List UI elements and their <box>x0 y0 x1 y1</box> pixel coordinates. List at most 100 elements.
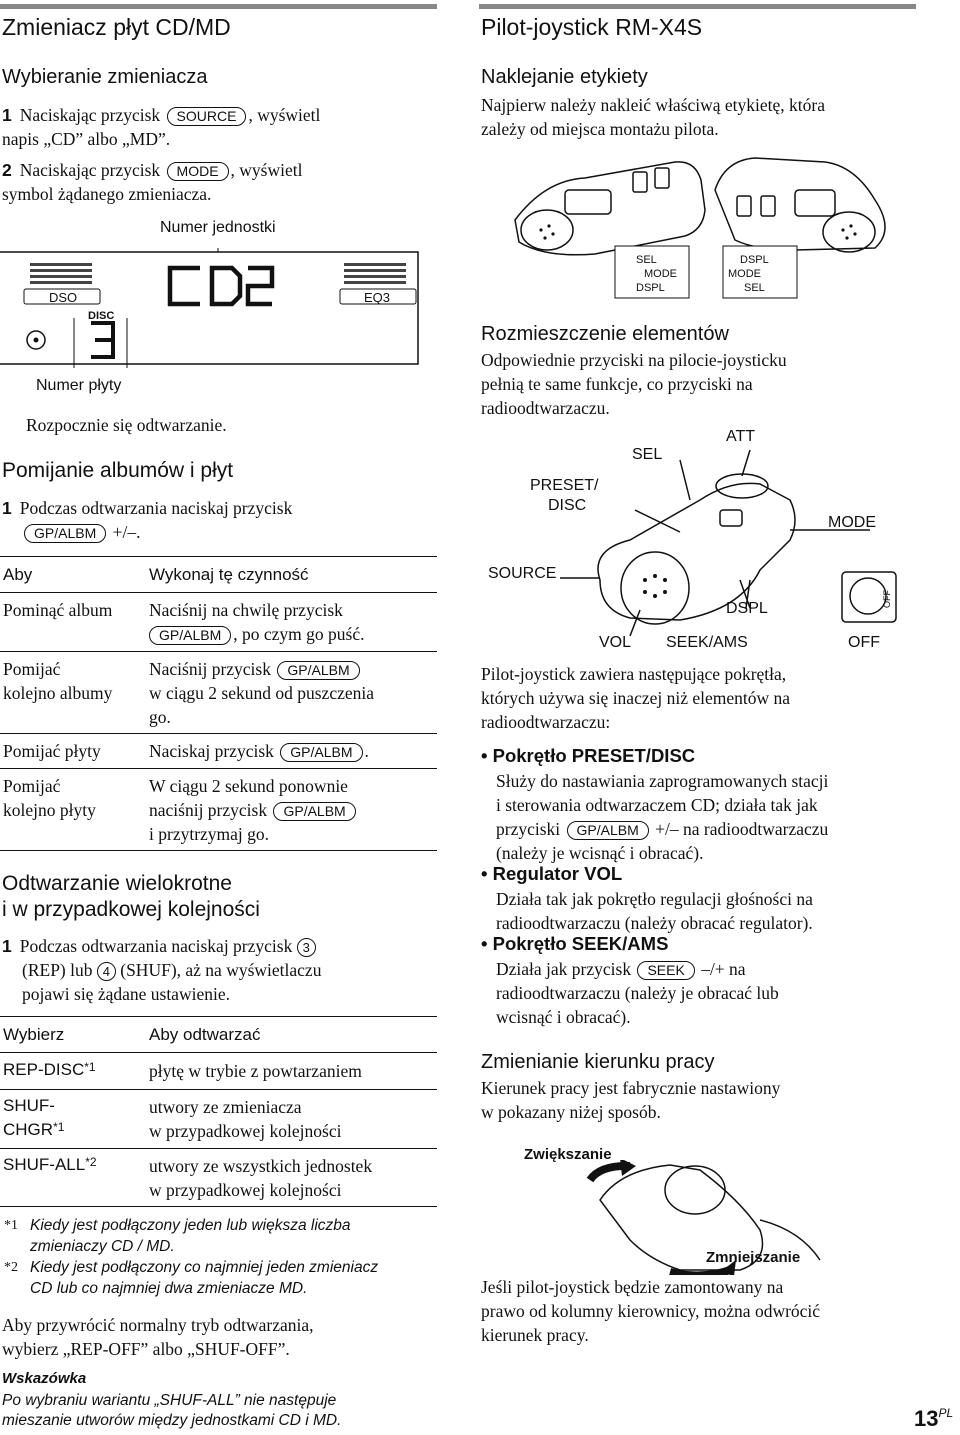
label-text-1: Najpierw należy nakleić właściwą etykiet… <box>481 95 826 115</box>
knobs-intro-2: których używa się inaczej niż elementów … <box>481 688 791 708</box>
step-number: 1 <box>2 936 12 956</box>
seek-desc-2: radioodtwarzaczu (należy je obracać lub <box>496 983 779 1003</box>
table-rule <box>0 556 437 557</box>
label-sheet-b-line: SEL <box>744 282 765 294</box>
page-title-left: Zmieniacz płyt CD/MD <box>2 14 231 40</box>
table-cell: naciśnij przycisk GP/ALBM <box>149 799 358 822</box>
eq3-label: EQ3 <box>364 290 391 305</box>
display-illustration <box>0 248 424 370</box>
step-text: , wyświetl <box>230 160 303 180</box>
step-1-line2: napis „CD” albo „MD”. <box>2 129 171 149</box>
table-rule <box>0 1148 437 1149</box>
table-cell: utwory ze wszystkich jednostek <box>149 1156 373 1176</box>
step-text: Podczas odtwarzania naciskaj przycisk <box>19 498 293 518</box>
table-cell: Pominąć album <box>3 600 113 620</box>
gp-albm-key: GP/ALBM <box>149 626 232 645</box>
heading-direction: Zmienianie kierunku pracy <box>481 1051 715 1073</box>
table-cell-text: naciśnij przycisk <box>149 800 268 820</box>
gp-albm-key: GP/ALBM <box>273 802 356 821</box>
step-number: 2 <box>2 160 12 180</box>
table-cell-text: Naciśnij przycisk <box>149 659 271 679</box>
heading-repeat: Odtwarzanie wielokrotne <box>2 872 232 895</box>
bullet-title: Pokrętło SEEK/AMS <box>492 933 669 954</box>
table-cell: Pomijać <box>3 776 61 796</box>
disc-number-label: Numer płyty <box>36 377 122 394</box>
top-rule-right <box>479 4 916 9</box>
restore-text-2: wybierz „REP-OFF” albo „SHUF-OFF”. <box>2 1339 290 1359</box>
table-cell: i przytrzymaj go. <box>149 824 270 844</box>
gp-albm-key: GP/ALBM <box>566 821 649 840</box>
off-label: OFF <box>848 634 880 651</box>
label-text-2: zależy od miejsca montażu pilota. <box>481 119 719 139</box>
table-cell: w przypadkowej kolejności <box>149 1121 342 1141</box>
heading-repeat-2: i w przypadkowej kolejności <box>2 898 260 921</box>
page-title-right: Pilot-joystick RM-X4S <box>481 14 703 40</box>
seek-key: SEEK <box>637 961 695 980</box>
footnote-1-line2: zmieniaczy CD / MD. <box>30 1238 175 1255</box>
desc-text: przyciski <box>496 819 561 839</box>
direction-text-2: w pokazany niżej sposób. <box>481 1102 661 1122</box>
table-cell: GP/ALBM, po czym go puść. <box>147 623 364 646</box>
table-cell-text: CHGR <box>3 1120 54 1139</box>
source-label: SOURCE <box>488 565 557 582</box>
table-cell-text: , po czym go puść. <box>233 624 365 644</box>
seek-desc-3: wcisnąć i obracać). <box>496 1007 631 1027</box>
table-cell: REP-DISC*1 <box>3 1060 96 1080</box>
heading-skip-albums: Pomijanie albumów i płyt <box>2 459 234 482</box>
preset-desc-3: przyciski GP/ALBM +/– na radioodtwarzacz… <box>496 818 828 841</box>
table-cell: go. <box>149 707 171 727</box>
seek-desc-1: Działa jak przycisk SEEK –/+ na <box>496 958 746 981</box>
footnote-ref: *1 <box>53 1120 65 1134</box>
table-cell: Naciskaj przycisk GP/ALBM. <box>149 740 369 763</box>
final-text-3: kierunek pracy. <box>481 1325 589 1345</box>
mode-label: MODE <box>828 514 876 531</box>
remote-label-illustration <box>505 150 905 300</box>
table-cell: w przypadkowej kolejności <box>149 1180 342 1200</box>
restore-text: Aby przywrócić normalny tryb odtwarzania… <box>2 1315 314 1335</box>
table-rule <box>0 768 437 769</box>
preset-desc-4: (należy je wcisnąć i obracać). <box>496 843 704 863</box>
desc-text: +/– na radioodtwarzaczu <box>655 819 829 839</box>
footnote-2: Kiedy jest podłączony co najmniej jeden … <box>30 1259 379 1276</box>
table-rule <box>0 850 437 851</box>
tip-heading: Wskazówka <box>2 1370 87 1387</box>
footnote-mark: *1 <box>4 1218 18 1233</box>
step-number: 1 <box>2 105 12 125</box>
layout-text-2: pełnią te same funkcje, co przyciski na <box>481 374 753 394</box>
key-4: 4 <box>96 962 116 981</box>
preset-desc-2: i sterowania odtwarzaczem CD; działa tak… <box>496 795 818 815</box>
table-rule <box>0 1089 437 1090</box>
gp-albm-key: GP/ALBM <box>24 524 107 543</box>
bullet-seek: • Pokrętło SEEK/AMS <box>481 933 669 954</box>
footnote-ref: *2 <box>85 1155 97 1169</box>
tip-line-1: Po wybraniu wariantu „SHUF-ALL” nie nast… <box>2 1392 337 1409</box>
label-sheet-a-line: DSPL <box>636 282 665 294</box>
table-cell-text: Naciskaj przycisk <box>149 741 274 761</box>
table-cell: W ciągu 2 sekund ponownie <box>149 776 348 796</box>
table-cell-text: SHUF-ALL <box>3 1155 86 1174</box>
step-text: +/–. <box>112 522 141 542</box>
desc-text: Działa jak przycisk <box>496 959 632 979</box>
step-text: , wyświetl <box>248 105 321 125</box>
step-text: Naciskając przycisk <box>19 105 161 125</box>
layout-text-3: radioodtwarzaczu. <box>481 398 610 418</box>
footnote-mark: *2 <box>4 1260 18 1275</box>
table-cell: Naciśnij przycisk GP/ALBM <box>149 658 362 681</box>
footnote-2-line2: CD lub co najmniej dwa zmieniacze MD. <box>30 1280 308 1297</box>
table-rule <box>0 1052 437 1053</box>
table-cell: płytę w trybie z powtarzaniem <box>149 1061 362 1081</box>
preset-desc-1: Służy do nastawiania zaprogramowanych st… <box>496 771 829 791</box>
sel-label: SEL <box>632 446 663 463</box>
disc-label-joystick: DISC <box>548 497 587 514</box>
tip-line-2: mieszanie utworów między jednostkami CD … <box>2 1412 342 1429</box>
table-cell: SHUF-ALL*2 <box>3 1155 97 1175</box>
dso-label: DSO <box>49 290 78 305</box>
final-text-1: Jeśli pilot-joystick będzie zamontowany … <box>481 1277 784 1297</box>
bullet-title: Regulator VOL <box>492 863 623 884</box>
table-cell: Naciśnij na chwilę przycisk <box>149 600 343 620</box>
dspl-label: DSPL <box>726 600 768 617</box>
heading-layout: Rozmieszczenie elementów <box>481 323 729 345</box>
page-suffix: PL <box>938 1406 954 1420</box>
